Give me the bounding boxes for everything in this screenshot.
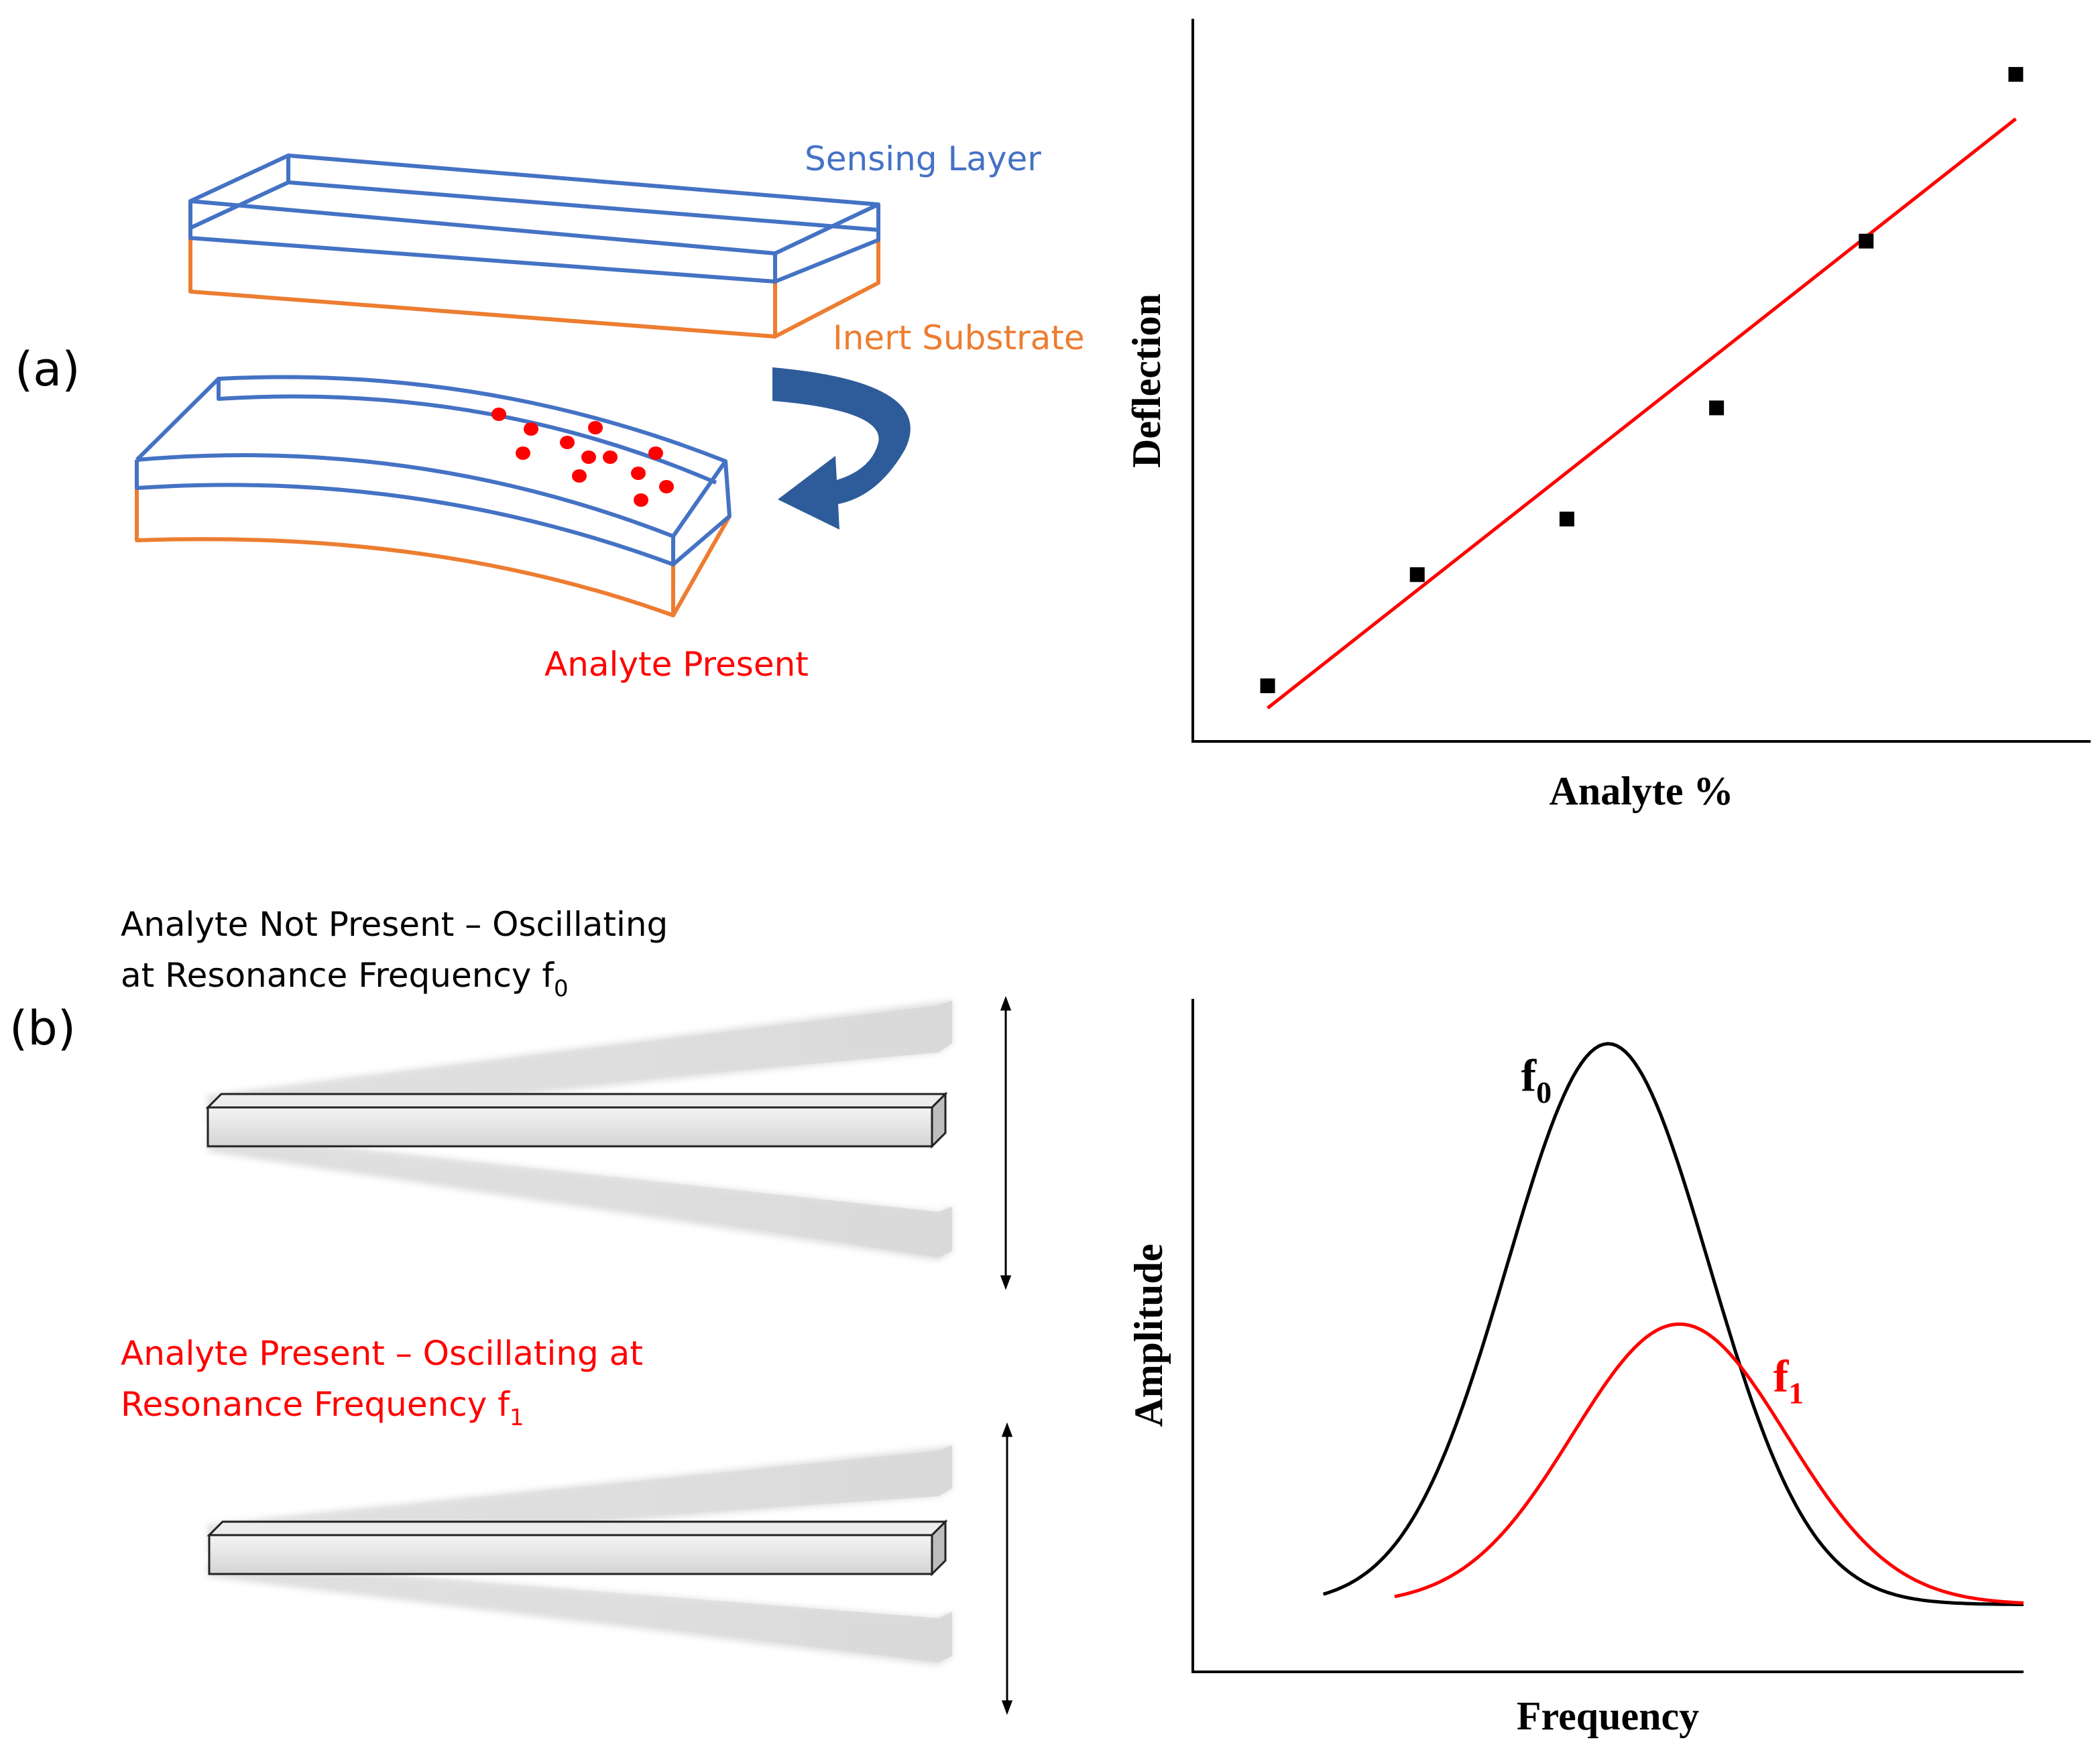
- data-point: [1409, 567, 1425, 583]
- analyte-dot: [560, 436, 575, 449]
- not-present-caption-line1: Analyte Not Present – Oscillating: [121, 905, 668, 944]
- present-caption-text: Resonance Frequency f: [121, 1385, 510, 1424]
- analyte-dot: [648, 446, 663, 460]
- panel-a-label: (a): [15, 342, 80, 397]
- analyte-dots: [491, 408, 674, 507]
- data-point: [1709, 400, 1725, 416]
- oscillating-beam-2: [207, 1445, 952, 1665]
- flat-sensing-layer: [188, 154, 880, 284]
- analyte-dot: [588, 421, 603, 434]
- curve-label-subscript: 1: [1788, 1376, 1804, 1410]
- oscillating-beam-1: [205, 1000, 952, 1260]
- curve-label-name: f: [1521, 1050, 1537, 1101]
- data-point: [1859, 233, 1874, 249]
- deflection-y-label: Deflection: [1124, 294, 1169, 468]
- curve-label-name: f: [1773, 1350, 1790, 1401]
- amplitude-arrow-2: [1001, 1422, 1013, 1715]
- curve-label-f0: f0: [1521, 1050, 1552, 1109]
- resonance-curve-f0: [1322, 1042, 2024, 1606]
- analyte-dot: [572, 469, 587, 483]
- inert-substrate-label: Inert Substrate: [833, 318, 1085, 357]
- analyte-dot: [516, 446, 530, 460]
- analyte-dot: [631, 467, 646, 480]
- analyte-present-label: Analyte Present: [544, 645, 809, 684]
- present-caption-line2: Resonance Frequency f1: [121, 1385, 524, 1431]
- data-point: [2008, 66, 2024, 82]
- analyte-dot: [524, 422, 538, 436]
- present-subscript: 1: [510, 1404, 524, 1431]
- data-point: [1559, 511, 1574, 527]
- resonance-curve-f1: [1394, 1322, 2024, 1605]
- resonance-y-label: Amplitude: [1126, 1244, 1171, 1427]
- fit-line: [1267, 117, 2017, 710]
- panel-b-label: (b): [9, 1001, 76, 1056]
- resonance-x-label: Frequency: [1517, 1694, 1699, 1738]
- curve-label-f1: f1: [1773, 1350, 1804, 1410]
- not-present-caption-text: at Resonance Frequency f: [121, 956, 555, 995]
- bend-arrow-icon: [772, 367, 911, 530]
- sensing-layer-label: Sensing Layer: [805, 139, 1041, 178]
- amplitude-arrow-1: [1000, 995, 1012, 1290]
- curve-label-subscript: 0: [1536, 1075, 1552, 1109]
- flat-substrate: [188, 238, 880, 339]
- present-caption-line1: Analyte Present – Oscillating at: [121, 1334, 643, 1373]
- not-present-caption-line2: at Resonance Frequency f0: [121, 956, 569, 1002]
- analyte-dot: [634, 493, 648, 507]
- analyte-dot: [603, 450, 618, 464]
- not-present-subscript: 0: [554, 975, 569, 1002]
- data-point: [1260, 678, 1275, 694]
- bent-sensing-layer: [135, 375, 732, 566]
- bent-substrate: [135, 488, 732, 617]
- analyte-dot: [491, 408, 506, 421]
- deflection-x-label: Analyte %: [1550, 769, 1734, 813]
- analyte-dot: [659, 480, 674, 493]
- deflection-chart: Analyte % Deflection: [1124, 19, 2091, 813]
- analyte-dot: [581, 450, 596, 464]
